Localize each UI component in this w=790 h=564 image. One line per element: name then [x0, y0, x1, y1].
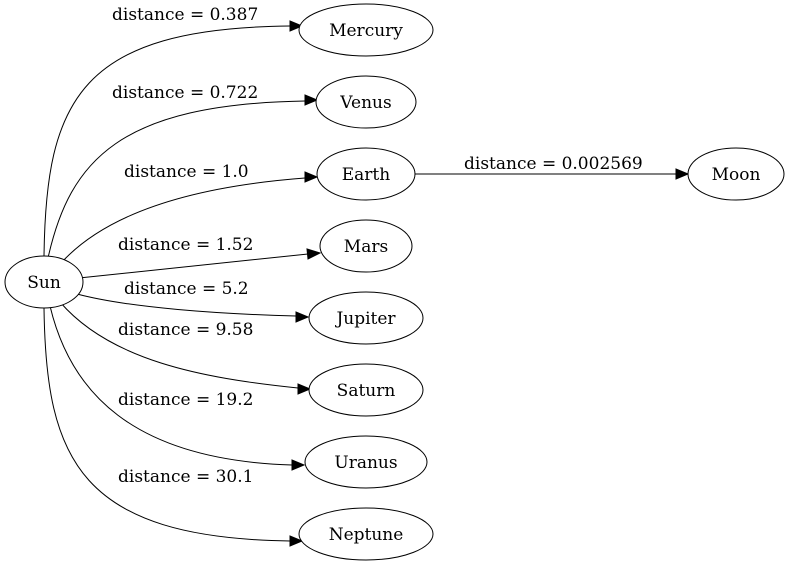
edge-label-sun-earth: distance = 1.0 — [124, 162, 249, 182]
node-label-moon: Moon — [712, 165, 761, 185]
node-uranus: Uranus — [304, 435, 428, 489]
edge-earth-moon — [415, 168, 690, 180]
edge-label-sun-neptune: distance = 30.1 — [118, 467, 253, 487]
node-earth: Earth — [316, 147, 416, 201]
edge-label-sun-jupiter: distance = 5.2 — [124, 279, 249, 299]
node-label-neptune: Neptune — [329, 525, 404, 545]
node-label-earth: Earth — [342, 165, 391, 185]
edge-sun-mercury — [43, 20, 304, 257]
node-neptune: Neptune — [298, 507, 434, 561]
edge-sun-jupiter — [76, 293, 310, 323]
node-label-sun: Sun — [27, 273, 61, 293]
edge-label-sun-venus: distance = 0.722 — [112, 83, 258, 103]
node-label-jupiter: Jupiter — [334, 309, 396, 329]
edge-label-sun-saturn: distance = 9.58 — [118, 320, 253, 340]
edge-sun-earth — [61, 171, 319, 263]
edge-sun-mars — [78, 248, 322, 279]
node-jupiter: Jupiter — [308, 291, 424, 345]
node-label-uranus: Uranus — [334, 453, 397, 473]
edge-sun-neptune — [43, 307, 304, 547]
edge-sun-venus — [47, 94, 319, 259]
edge-sun-uranus — [49, 305, 306, 471]
node-sun: Sun — [4, 255, 84, 309]
edge-sun-saturn — [59, 301, 312, 395]
node-mercury: Mercury — [298, 3, 434, 57]
node-label-venus: Venus — [339, 93, 391, 113]
node-venus: Venus — [315, 75, 417, 129]
node-label-saturn: Saturn — [337, 381, 396, 401]
edge-label-sun-mars: distance = 1.52 — [118, 235, 253, 255]
edge-label-sun-uranus: distance = 19.2 — [118, 390, 253, 410]
edge-label-earth-moon: distance = 0.002569 — [464, 154, 643, 174]
node-mars: Mars — [319, 219, 413, 273]
node-saturn: Saturn — [308, 363, 424, 417]
node-moon: Moon — [687, 147, 785, 201]
node-label-mercury: Mercury — [329, 21, 403, 41]
node-label-mars: Mars — [344, 237, 388, 257]
edge-label-sun-mercury: distance = 0.387 — [112, 5, 258, 25]
